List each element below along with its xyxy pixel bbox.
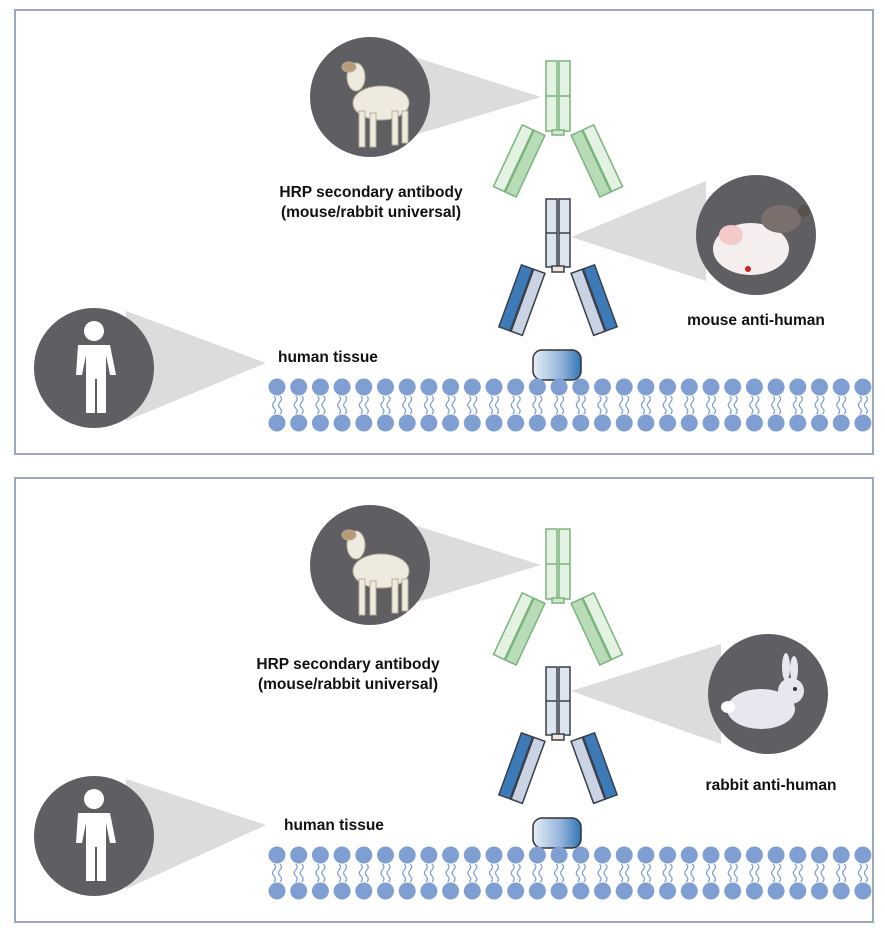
rabbit-icon (708, 634, 828, 754)
tissue-label: human tissue (284, 817, 384, 834)
person-icon (34, 308, 154, 428)
primary-antibody (497, 198, 619, 337)
secondary-label-line1: HRP secondary antibody (256, 656, 440, 673)
goat-spotlight (411, 524, 541, 604)
primary-antibody (497, 666, 619, 805)
secondary-label-line2: (mouse/rabbit universal) (280, 204, 461, 221)
secondary-antibody-label: HRP secondary antibody (mouse/rabbit uni… (251, 183, 491, 223)
person-spotlight (126, 779, 266, 889)
antigen (532, 349, 582, 381)
panel-mouse: HRP secondary antibody (mouse/rabbit uni… (14, 9, 874, 455)
secondary-label-line2: (mouse/rabbit universal) (257, 676, 438, 693)
goat-spotlight (411, 56, 541, 136)
secondary-antibody (492, 528, 624, 667)
antigen (532, 817, 582, 849)
person-spotlight (126, 311, 266, 421)
mouse-icon (696, 175, 816, 295)
cell-membrane (268, 378, 872, 432)
secondary-antibody (492, 60, 624, 199)
panel-rabbit: HRP secondary antibody (mouse/rabbit uni… (14, 477, 874, 923)
goat-icon (310, 37, 430, 157)
primary-antibody-label: mouse anti-human (687, 312, 825, 329)
secondary-antibody-label: HRP secondary antibody (mouse/rabbit uni… (228, 655, 468, 695)
tissue-label: human tissue (278, 349, 378, 366)
secondary-label-line1: HRP secondary antibody (279, 184, 463, 201)
rabbit-spotlight (571, 644, 721, 744)
panel-rabbit-diagram (34, 505, 872, 900)
mouse-spotlight (571, 181, 706, 281)
panel-mouse-diagram (34, 37, 872, 432)
person-icon (34, 776, 154, 896)
primary-antibody-label: rabbit anti-human (705, 777, 837, 794)
goat-icon (310, 505, 430, 625)
cell-membrane (268, 846, 872, 900)
